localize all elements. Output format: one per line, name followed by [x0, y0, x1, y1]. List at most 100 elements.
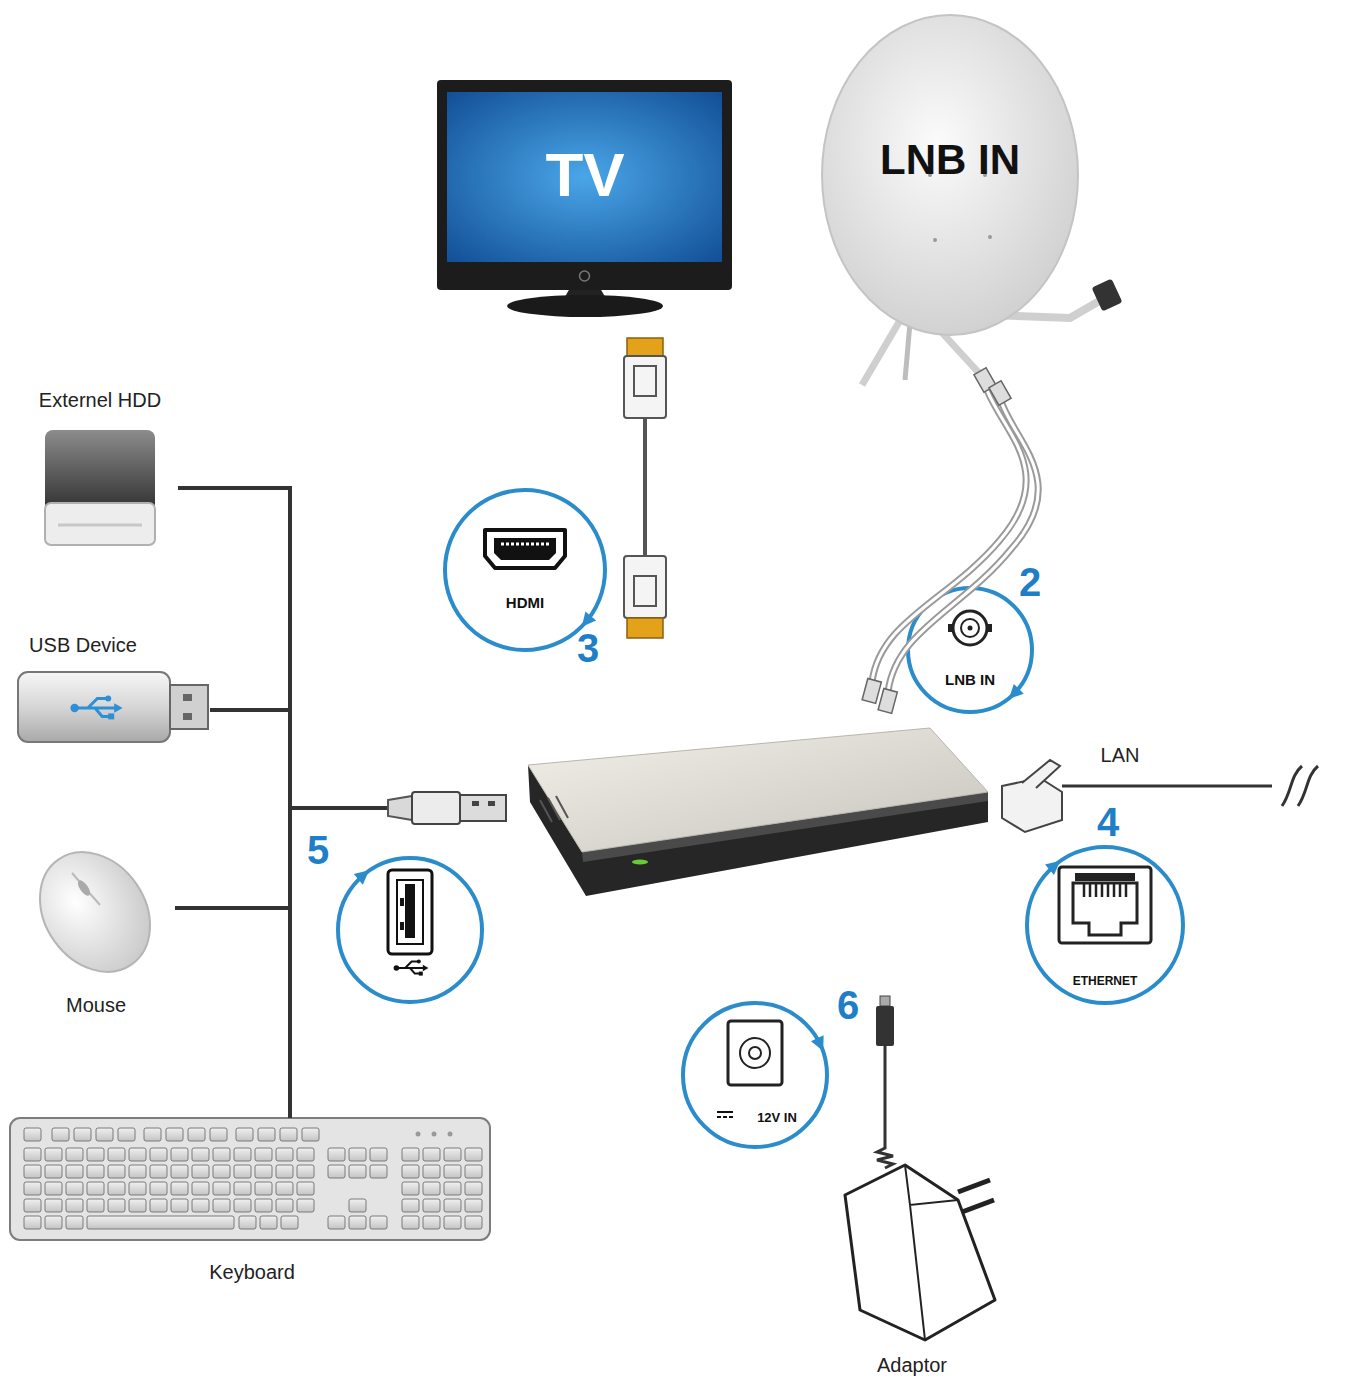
rj45-plug	[1002, 778, 1062, 832]
ethernet-port-pin	[1113, 883, 1116, 897]
keyboard-key	[213, 1199, 230, 1212]
power-adaptor: Adaptor	[830, 1160, 1005, 1382]
usb-port-outline	[388, 870, 432, 954]
lan-cable	[1062, 785, 1272, 788]
keyboard-key	[276, 1199, 293, 1212]
keyboard-key	[255, 1182, 272, 1195]
ethernet-port-pin	[1083, 883, 1086, 897]
keyboard-key	[87, 1216, 234, 1229]
keyboard-led	[432, 1132, 437, 1137]
keyboard-key	[297, 1165, 314, 1178]
keyboard-key	[444, 1165, 461, 1178]
callout-number: 2	[1019, 560, 1041, 604]
keyboard-key	[188, 1128, 205, 1141]
hdd-base	[45, 503, 155, 545]
lnb-head	[1092, 279, 1123, 312]
keyboard-key	[150, 1165, 167, 1178]
dc-plug	[876, 1006, 894, 1046]
keyboard-key	[276, 1165, 293, 1178]
satellite-dish: LNB IN	[820, 10, 1080, 350]
keyboard-key	[192, 1199, 209, 1212]
dish-label: LNB IN	[880, 137, 1020, 183]
keyboard-led	[448, 1132, 453, 1137]
usb-symbol-dot	[70, 704, 78, 712]
usb-strain-relief	[388, 796, 412, 820]
coax-port-core	[961, 619, 979, 637]
dish-bolt	[933, 238, 937, 242]
keyboard-key	[24, 1199, 41, 1212]
mouse-wheel	[76, 878, 93, 897]
hdmi-plug-tip	[627, 338, 663, 356]
keyboard-key	[328, 1165, 345, 1178]
hdmi-port-icon	[485, 530, 565, 568]
cable-label: LAN	[1101, 744, 1140, 767]
keyboard-key	[108, 1165, 125, 1178]
port-label: HDMI	[506, 595, 544, 612]
keyboard-key	[87, 1182, 104, 1195]
power-callout: 12V IN 6	[680, 985, 875, 1153]
keyboard-key	[45, 1216, 62, 1229]
keyboard-key	[297, 1182, 314, 1195]
keyboard-key	[234, 1199, 251, 1212]
keyboard-key	[129, 1148, 146, 1161]
callout-circle	[1027, 847, 1183, 1003]
keyboard-key	[234, 1148, 251, 1161]
tv-power-button	[580, 271, 590, 281]
usb-symbol-square	[419, 972, 423, 976]
adaptor-edge	[905, 1165, 958, 1340]
hdmi-cable	[643, 418, 647, 556]
keyboard-key	[45, 1199, 62, 1212]
callout-pointer	[354, 865, 374, 885]
keyboard-key	[276, 1148, 293, 1161]
callout-pointer	[811, 1035, 830, 1054]
ethernet-port-bar	[1075, 873, 1135, 881]
hdd-device: Externel HDD	[28, 385, 178, 550]
keyboard-key	[402, 1216, 419, 1229]
usb-stick-body	[18, 672, 170, 742]
callout-pointer	[1004, 684, 1024, 704]
keyboard-key	[24, 1165, 41, 1178]
device-label: Mouse	[66, 994, 126, 1016]
box-top	[528, 728, 988, 852]
callout-number: 6	[837, 983, 859, 1027]
power-cable	[877, 1045, 893, 1168]
keyboard-key	[444, 1216, 461, 1229]
keyboard-key	[150, 1148, 167, 1161]
keyboard-key	[87, 1199, 104, 1212]
keyboard-key	[213, 1182, 230, 1195]
port-label: 12V IN	[757, 1111, 797, 1125]
keyboard-key	[465, 1165, 482, 1178]
keyboard-key	[108, 1199, 125, 1212]
usb-plug-metal	[460, 795, 506, 821]
keyboard-key	[328, 1216, 345, 1229]
keyboard-key	[423, 1148, 440, 1161]
keyboard-key	[302, 1128, 319, 1141]
adaptor-body	[845, 1165, 995, 1340]
callout-number: 3	[577, 626, 599, 670]
keyboard-key	[66, 1148, 83, 1161]
tv-screen	[447, 92, 722, 262]
callout-number: 5	[307, 828, 329, 872]
port-label: ETHERNET	[1073, 975, 1138, 988]
keyboard-key	[423, 1199, 440, 1212]
usb-symbol-arrow	[423, 965, 429, 971]
keyboard-key	[166, 1128, 183, 1141]
dish-reflector	[822, 15, 1078, 335]
keyboard-key	[349, 1199, 366, 1212]
hdmi-plug-detail	[634, 576, 656, 606]
coax-port-ring	[953, 611, 987, 645]
mouse-body	[17, 831, 172, 993]
keyboard-key	[402, 1199, 419, 1212]
usb-port-tongue	[405, 884, 415, 938]
keyboard-key	[52, 1128, 69, 1141]
keyboard-key	[349, 1216, 366, 1229]
keyboard-led	[416, 1132, 421, 1137]
f-connector	[862, 679, 881, 704]
usb-symbol	[70, 695, 122, 719]
usb-symbol-dot	[417, 960, 421, 964]
lnb-callout: LNB IN2	[900, 560, 1065, 718]
keyboard-key	[129, 1182, 146, 1195]
f-connector	[878, 689, 897, 714]
keyboard-key	[234, 1182, 251, 1195]
dc-jack-outline	[728, 1021, 782, 1085]
